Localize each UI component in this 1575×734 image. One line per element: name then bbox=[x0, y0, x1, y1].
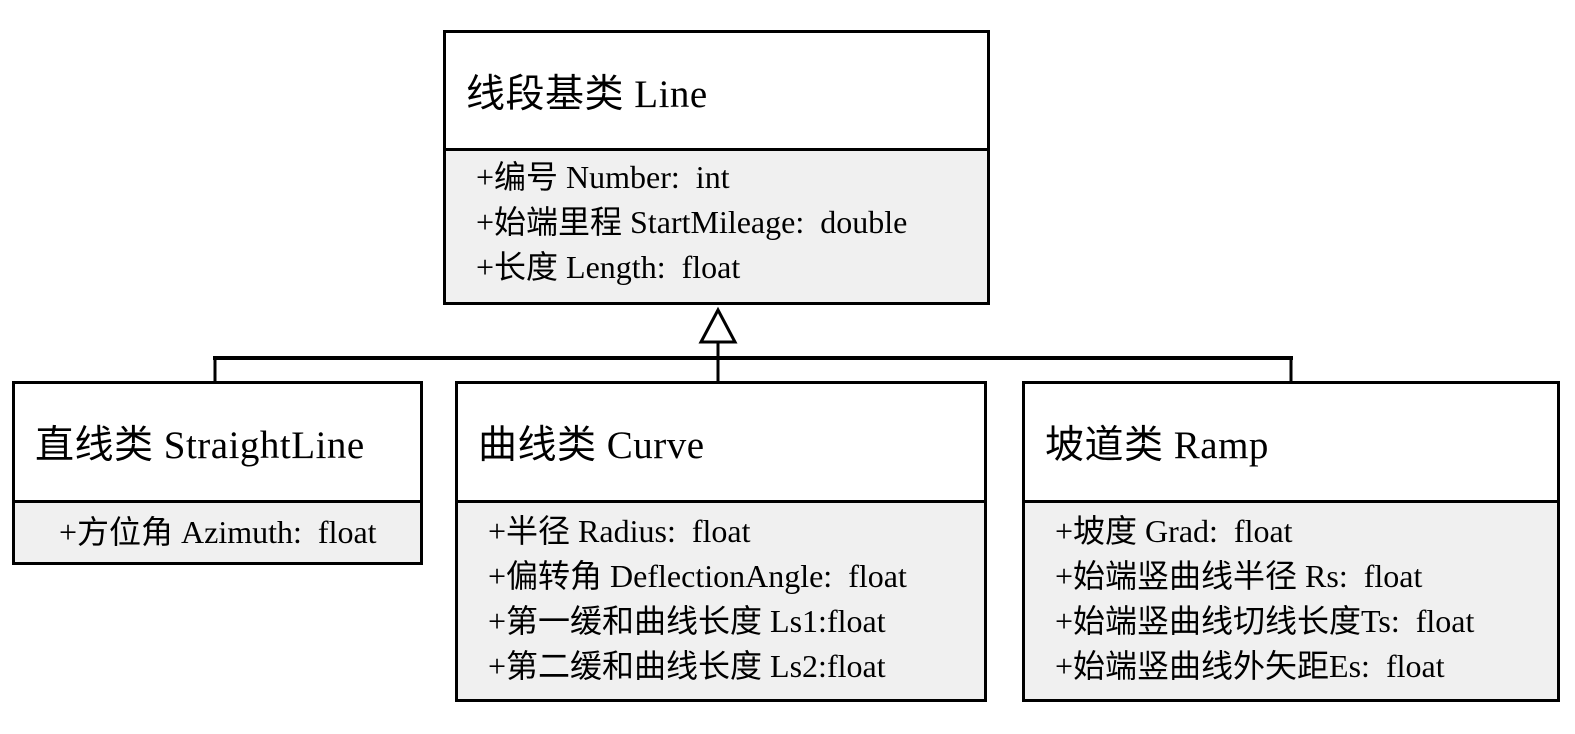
class-title-line: 线段基类 Line bbox=[446, 33, 987, 148]
class-attributes-curve: +半径 Radius: float +偏转角 DeflectionAngle: … bbox=[458, 500, 984, 699]
attribute-row: +坡度 Grad: float bbox=[1055, 513, 1293, 549]
class-box-line: 线段基类 Line +编号 Number: int +始端里程 StartMil… bbox=[443, 30, 990, 305]
attribute-row: +偏转角 DeflectionAngle: float bbox=[488, 558, 907, 594]
attribute-row: +编号 Number: int bbox=[476, 159, 730, 195]
class-attributes-straightline: +方位角 Azimuth: float bbox=[15, 500, 420, 562]
attribute-row: +方位角 Azimuth: float bbox=[59, 514, 377, 550]
attribute-row: +半径 Radius: float bbox=[488, 513, 751, 549]
attribute-row: +第二缓和曲线长度 Ls2:float bbox=[488, 648, 886, 684]
class-box-curve: 曲线类 Curve +半径 Radius: float +偏转角 Deflect… bbox=[455, 381, 987, 702]
attribute-row: +始端里程 StartMileage: double bbox=[476, 204, 908, 240]
class-title-curve: 曲线类 Curve bbox=[458, 384, 984, 500]
class-attributes-line: +编号 Number: int +始端里程 StartMileage: doub… bbox=[446, 148, 987, 302]
class-box-ramp: 坡道类 Ramp +坡度 Grad: float +始端竖曲线半径 Rs: fl… bbox=[1022, 381, 1560, 702]
attribute-row: +第一缓和曲线长度 Ls1:float bbox=[488, 603, 886, 639]
inheritance-triangle-icon bbox=[698, 306, 738, 344]
attribute-row: +始端竖曲线外矢距Es: float bbox=[1055, 648, 1445, 684]
attribute-row: +始端竖曲线切线长度Ts: float bbox=[1055, 603, 1475, 639]
attribute-row: +始端竖曲线半径 Rs: float bbox=[1055, 558, 1423, 594]
class-title-straightline: 直线类 StraightLine bbox=[15, 384, 420, 500]
class-box-straightline: 直线类 StraightLine +方位角 Azimuth: float bbox=[12, 381, 423, 565]
class-attributes-ramp: +坡度 Grad: float +始端竖曲线半径 Rs: float +始端竖曲… bbox=[1025, 500, 1557, 699]
attribute-row: +长度 Length: float bbox=[476, 249, 741, 285]
class-title-ramp: 坡道类 Ramp bbox=[1025, 384, 1557, 500]
